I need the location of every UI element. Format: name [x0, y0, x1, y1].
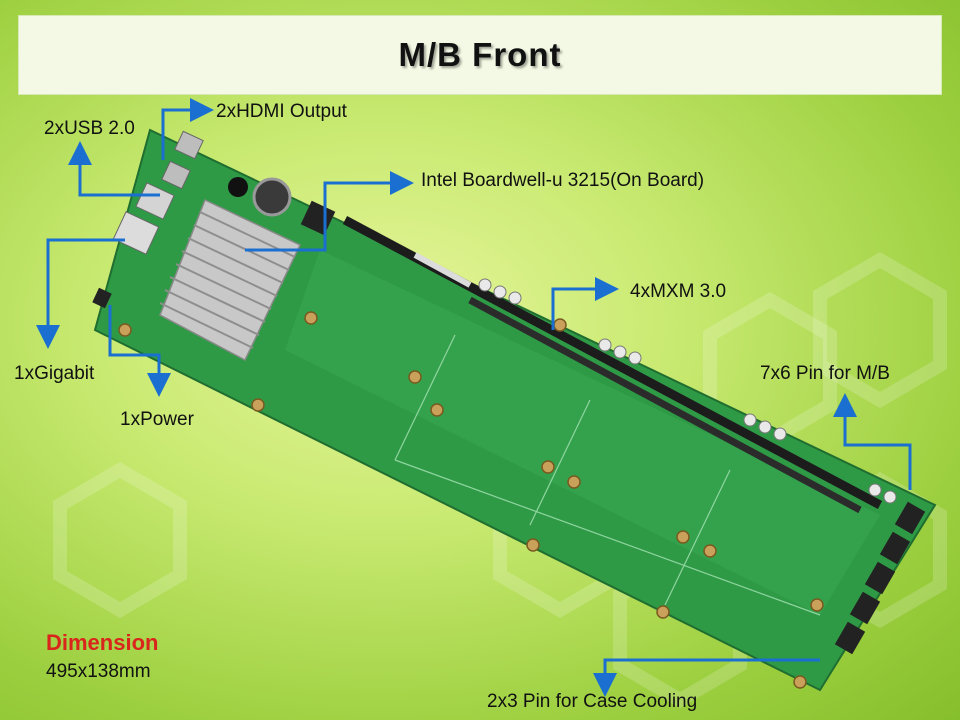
arrow-hdmi	[161, 98, 214, 160]
hdmi-port-1	[174, 130, 204, 160]
label-pin7x6: 7x6 Pin for M/B	[760, 363, 890, 384]
label-hdmi: 2xHDMI Output	[216, 101, 347, 122]
label-pin2x3: 2x3 Pin for Case Cooling	[487, 691, 698, 712]
cpu-heatsink	[159, 198, 302, 362]
board-lines	[394, 334, 456, 461]
label-usb: 2xUSB 2.0	[44, 118, 135, 139]
dimension-value: 495x138mm	[46, 661, 151, 682]
title-box: M/B Front	[18, 15, 942, 95]
dimension-title: Dimension	[46, 630, 159, 655]
arrow-pin2x3	[593, 658, 820, 697]
lan-port	[112, 211, 160, 255]
hdmi-port-2	[161, 160, 191, 190]
arrow-pin7x6	[833, 393, 912, 490]
mxm-slot-3	[413, 252, 472, 288]
label-cpu: Intel Boardwell-u 3215(On Board)	[421, 170, 705, 191]
label-mxm: 4xMXM 3.0	[630, 281, 727, 302]
coin-battery	[252, 177, 292, 217]
label-gigabit: 1xGigabit	[14, 363, 95, 384]
arrow-gigabit	[36, 238, 125, 349]
arrow-mxm	[551, 277, 619, 330]
label-power: 1xPower	[120, 409, 194, 430]
mxm-region	[285, 250, 880, 615]
arrow-power	[108, 305, 171, 397]
slide-title: M/B Front	[398, 36, 562, 73]
power-jack	[92, 287, 112, 309]
arrow-usb	[68, 141, 160, 197]
mxm-slot-2	[468, 296, 862, 514]
arrow-cpu	[245, 171, 414, 252]
